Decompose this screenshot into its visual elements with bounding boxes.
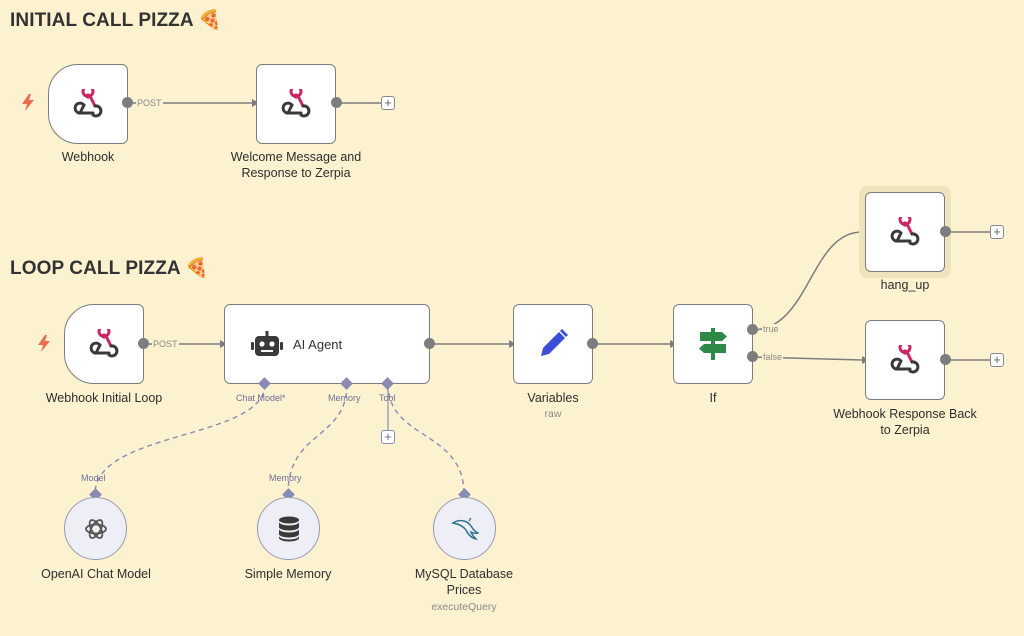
- edge-if-hangup: [751, 231, 863, 331]
- tool-connector-label: Tool: [379, 393, 396, 403]
- edge-memory: [287, 383, 348, 495]
- webhook-label: Webhook: [61, 150, 115, 164]
- mysql-subtitle: executeQuery: [431, 601, 497, 613]
- memory-input-label: Memory: [269, 473, 302, 483]
- mysql-label-line2: Prices: [446, 583, 482, 597]
- hang-up-label: hang_up: [880, 278, 930, 292]
- webhook-icon: [281, 89, 311, 118]
- mysql-dolphin-icon: [450, 517, 479, 540]
- openai-chat-model-node[interactable]: [64, 497, 127, 560]
- mysql-database-node[interactable]: [433, 497, 496, 560]
- false-branch-label: false: [762, 352, 784, 362]
- hang-up-output-port[interactable]: [940, 226, 951, 237]
- webhook-initial-loop-label: Webhook Initial Loop: [45, 391, 163, 405]
- welcome-label-line1: Welcome Message and: [230, 150, 362, 164]
- webhook-response-back-node[interactable]: [865, 320, 945, 400]
- response-back-label-line1: Webhook Response Back: [833, 407, 977, 421]
- add-node-button[interactable]: +: [990, 353, 1004, 367]
- section-title-initial: INITIAL CALL PIZZA 🍕: [10, 10, 223, 31]
- add-node-button[interactable]: +: [990, 225, 1004, 239]
- simple-memory-label: Simple Memory: [244, 567, 332, 581]
- openai-label: OpenAI Chat Model: [41, 567, 151, 581]
- robot-icon: [251, 331, 283, 356]
- if-false-port[interactable]: [747, 351, 758, 362]
- edge-chatmodel: [94, 383, 266, 495]
- webhook-output-port[interactable]: [122, 97, 133, 108]
- trigger-bolt-icon: [22, 94, 34, 111]
- webhook-loop-output-port[interactable]: [138, 338, 149, 349]
- if-node[interactable]: [673, 304, 753, 384]
- trigger-bolt-icon: [38, 335, 50, 352]
- webhook-initial-loop-node[interactable]: [64, 304, 144, 384]
- webhook-icon: [890, 217, 920, 246]
- variables-subtitle: raw: [544, 408, 562, 420]
- webhook-icon: [73, 89, 103, 118]
- mysql-label: MySQL Database Prices: [384, 566, 544, 598]
- webhook-icon: [89, 329, 119, 358]
- simple-memory-node[interactable]: [257, 497, 320, 560]
- welcome-label: Welcome Message and Response to Zerpia: [196, 149, 396, 181]
- database-icon: [278, 516, 299, 541]
- mysql-label-line1: MySQL Database: [414, 567, 514, 581]
- webhook-node[interactable]: [48, 64, 128, 144]
- post-label: POST: [152, 339, 179, 349]
- section-title-loop: LOOP CALL PIZZA 🍕: [10, 258, 210, 279]
- true-branch-label: true: [762, 324, 780, 334]
- edge-tool: [387, 383, 465, 495]
- welcome-output-port[interactable]: [331, 97, 342, 108]
- webhook-icon: [890, 345, 920, 374]
- add-node-button[interactable]: +: [381, 96, 395, 110]
- variables-node[interactable]: [513, 304, 593, 384]
- ai-agent-output-port[interactable]: [424, 338, 435, 349]
- ai-agent-title: AI Agent: [293, 336, 343, 352]
- add-tool-button[interactable]: +: [381, 430, 395, 444]
- pencil-icon: [541, 329, 568, 356]
- response-back-output-port[interactable]: [940, 354, 951, 365]
- variables-label: Variables: [527, 391, 579, 405]
- post-label: POST: [136, 98, 163, 108]
- ai-agent-node[interactable]: AI Agent: [224, 304, 430, 384]
- openai-icon: [84, 518, 107, 539]
- welcome-message-node[interactable]: [256, 64, 336, 144]
- signpost-icon: [699, 328, 727, 360]
- response-back-label: Webhook Response Back to Zerpia: [815, 406, 995, 438]
- variables-output-port[interactable]: [587, 338, 598, 349]
- chat-model-connector-label: Chat Model*: [236, 393, 286, 403]
- if-true-port[interactable]: [747, 324, 758, 335]
- hang-up-node[interactable]: [865, 192, 945, 272]
- model-input-label: Model: [81, 473, 106, 483]
- if-label: If: [709, 391, 717, 405]
- memory-connector-label: Memory: [328, 393, 361, 403]
- response-back-label-line2: to Zerpia: [880, 423, 930, 437]
- welcome-label-line2: Response to Zerpia: [241, 166, 351, 180]
